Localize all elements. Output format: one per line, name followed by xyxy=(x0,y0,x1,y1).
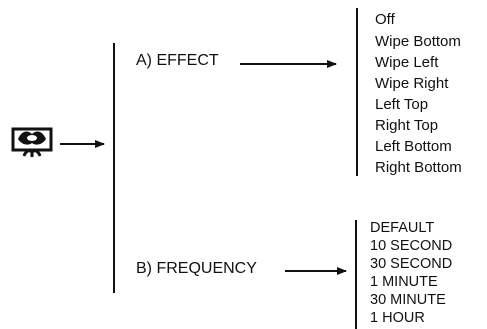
frequency-option: DEFAULT xyxy=(370,220,435,236)
effect-option: Left Top xyxy=(375,96,429,113)
effect-option: Left Bottom xyxy=(375,138,452,155)
frequency-option: 1 MINUTE xyxy=(370,274,438,290)
effect-option: Wipe Right xyxy=(375,75,449,92)
effect-label: A) EFFECT xyxy=(136,52,219,69)
frequency-option: 10 SECOND xyxy=(370,238,453,254)
frequency-label: B) FREQUENCY xyxy=(136,260,257,277)
effect-option: Wipe Left xyxy=(375,54,439,71)
frequency-option: 30 MINUTE xyxy=(370,292,446,308)
effect-option: Off xyxy=(375,11,395,28)
effect-option: Wipe Bottom xyxy=(375,33,461,50)
frequency-option: 1 HOUR xyxy=(370,310,425,326)
frequency-option: 30 SECOND xyxy=(370,256,453,272)
flower-pot-icon xyxy=(11,127,53,157)
effect-option: Right Top xyxy=(375,117,439,134)
effect-option: Right Bottom xyxy=(375,159,462,176)
